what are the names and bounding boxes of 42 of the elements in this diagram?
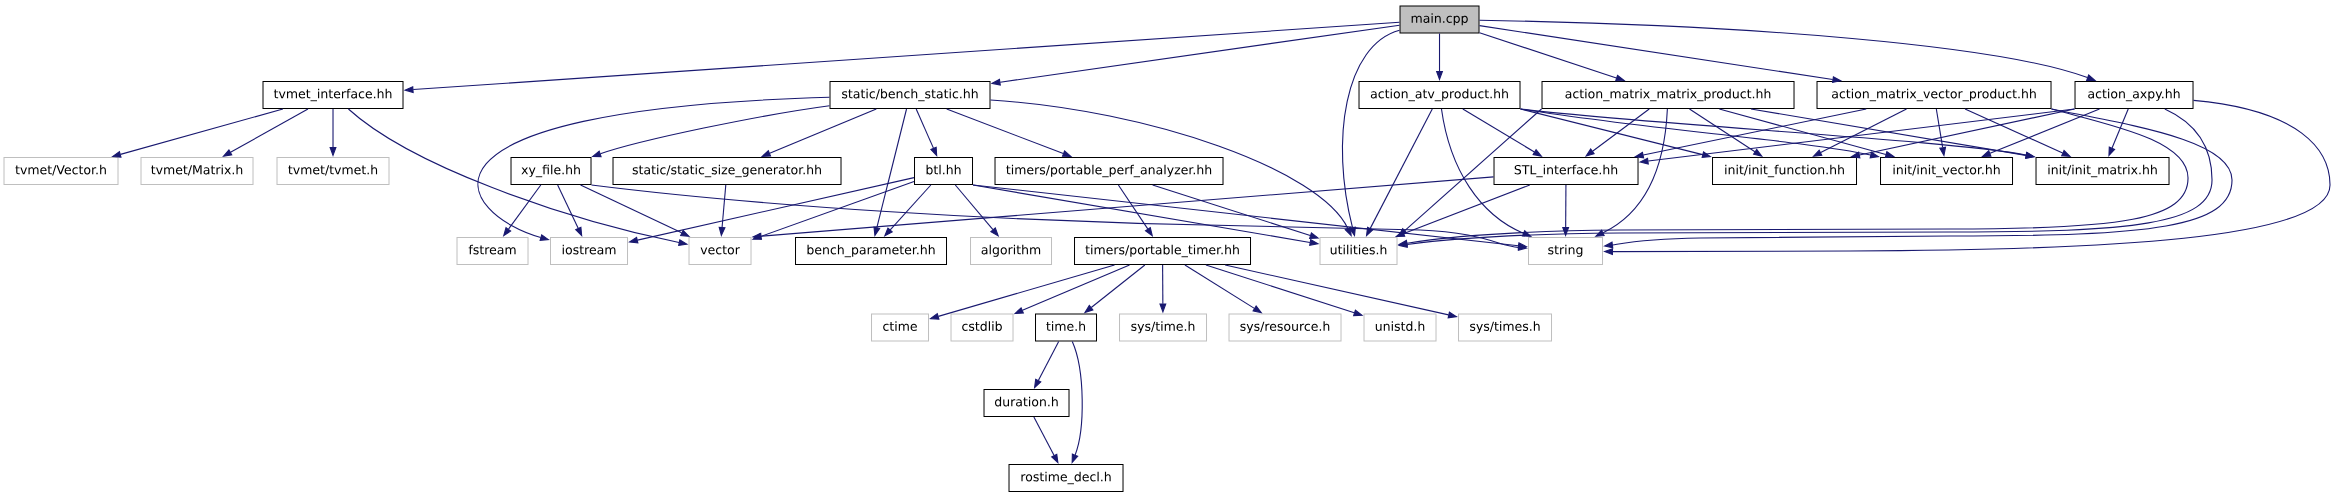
arrow [557, 184, 583, 237]
file-box: btl.hh [914, 157, 973, 185]
file-box: static/static_size_generator.hh [612, 157, 842, 185]
file-box: action_atv_product.hh [1358, 81, 1521, 109]
file-box: tvmet/Vector.h [3, 157, 119, 185]
file-box: action_matrix_matrix_product.hh [1541, 81, 1795, 109]
file-box: sys/times.h [1458, 313, 1552, 342]
arrow [915, 108, 938, 157]
file-box: ctime [871, 313, 929, 342]
file-box: algorithm [970, 237, 1052, 265]
file-box: STL_interface.hh [1493, 157, 1639, 185]
file-box: bench_parameter.hh [795, 237, 947, 265]
file-box: timers/portable_timer.hh [1074, 237, 1251, 265]
file-box: duration.h [983, 389, 1070, 417]
file-box: iostream [550, 237, 628, 265]
file-box: timers/portable_perf_analyzer.hh [994, 157, 1224, 185]
file-box: init/init_vector.hh [1880, 157, 2013, 185]
arrow [222, 108, 309, 157]
file-box: sys/time.h [1119, 313, 1207, 342]
file-box: xy_file.hh [510, 157, 592, 185]
arrow [1688, 108, 1763, 157]
file-box: action_matrix_vector_product.hh [1816, 81, 2052, 109]
file-box: vector [688, 237, 752, 265]
file-box: init/init_matrix.hh [2035, 157, 2170, 185]
file-box: rostime_decl.h [1008, 464, 1124, 492]
arrow [477, 96, 831, 241]
file-box: tvmet/Matrix.h [140, 157, 254, 185]
file-box: time.h [1035, 313, 1097, 342]
file-box: action_axpy.hh [2074, 81, 2194, 109]
file-box: utilities.h [1319, 237, 1398, 265]
file-box: unistd.h [1363, 313, 1437, 342]
file-box: tvmet/tvmet.h [276, 157, 390, 185]
arrow [989, 99, 1352, 237]
file-box: tvmet_interface.hh [262, 81, 404, 109]
file-box: cstdlib [950, 313, 1014, 342]
file-box: string [1528, 237, 1603, 265]
file-box: init/init_function.hh [1712, 157, 1857, 185]
file-box: static/bench_static.hh [829, 81, 991, 109]
file-box: fstream [456, 237, 529, 265]
file-box: main.cpp [1399, 5, 1480, 34]
file-box: sys/resource.h [1228, 313, 1342, 342]
arrow [1033, 416, 1059, 464]
